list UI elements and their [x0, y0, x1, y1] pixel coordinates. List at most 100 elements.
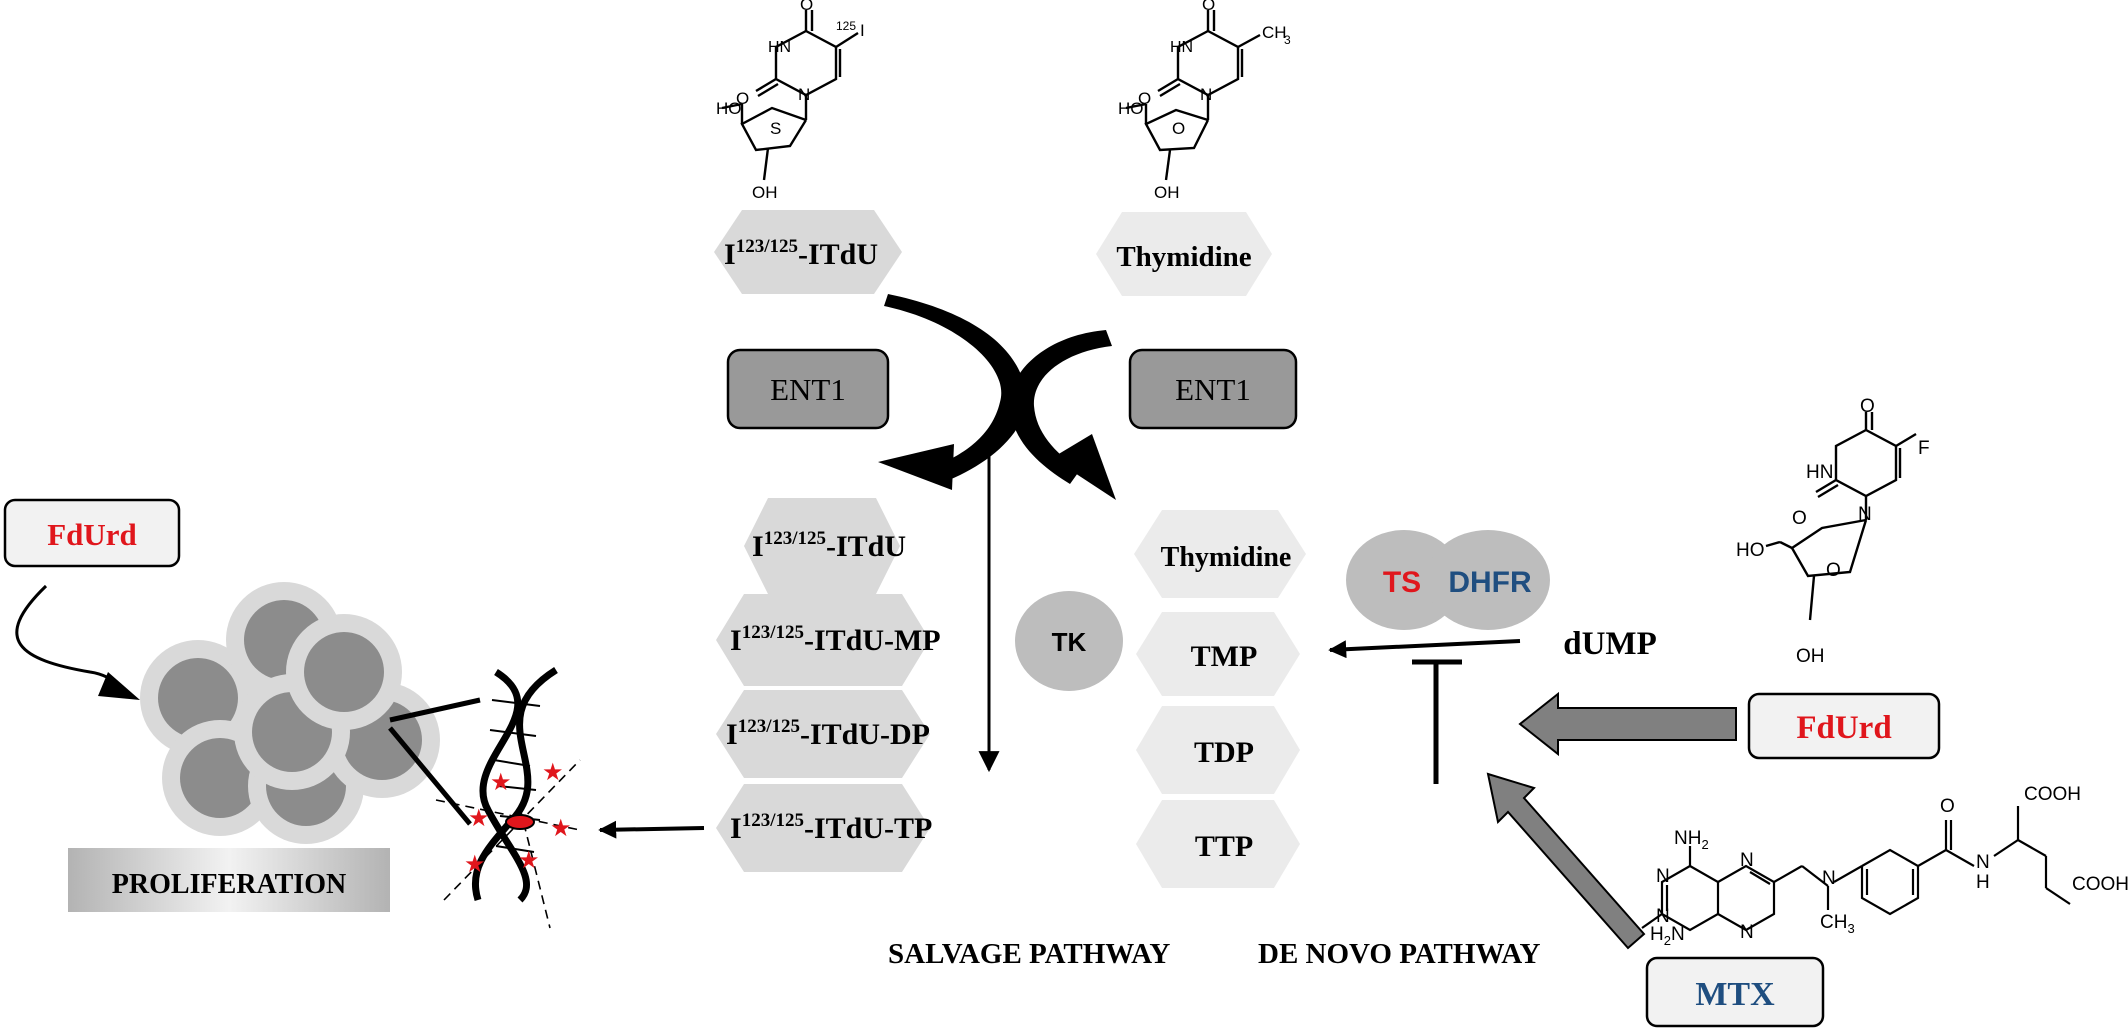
thymidine-path-label-1: Thymidine — [1161, 542, 1292, 573]
proliferation-label: PROLIFERATION — [112, 869, 346, 900]
thymidine-ho: HO — [1118, 99, 1144, 118]
tk-circle — [1015, 591, 1123, 691]
mtx-nh2-left: H2N — [1650, 924, 1685, 948]
thymidine-path-label-4: TTP — [1195, 830, 1253, 863]
fdurd-nh: HN — [1806, 462, 1833, 483]
mtx-amide-n: N — [1976, 852, 1990, 873]
fdurd-right-label: FdUrd — [1796, 710, 1891, 746]
fdurd-ring-o: O — [1826, 560, 1841, 581]
svg-text:★: ★ — [468, 805, 490, 832]
thymidine-n: N — [1200, 85, 1212, 104]
mtx-carbonyl-o: O — [1940, 796, 1955, 817]
iodothymidine-structure — [721, 10, 859, 181]
mtx-n-2: N — [1656, 906, 1670, 927]
thymidine-ring-o: O — [1172, 119, 1185, 138]
thymidine-atom-labels: O HN O N CH 3 HO O OH — [1118, 0, 1291, 202]
itdu-nh: HN — [768, 39, 791, 56]
cell-cluster-icon — [140, 582, 440, 844]
mtx-cooh-top: COOH — [2024, 784, 2081, 805]
fluorodeoxyuridine-structure — [1765, 412, 1917, 621]
fdurd-oh: OH — [1796, 646, 1825, 667]
svg-text:★: ★ — [518, 847, 540, 874]
mtx-atom-labels: NH2 H2N N N N N N CH3 O N H COOH COOH — [1650, 784, 2128, 948]
thymidine-oh: OH — [1154, 183, 1180, 202]
thymidine-hexagon-3 — [1136, 706, 1300, 794]
svg-text:★: ★ — [550, 815, 572, 842]
fdurd-oxygen-bottom: O — [1792, 508, 1807, 529]
fdurd-right-box — [1747, 692, 1941, 760]
svg-text:★: ★ — [542, 759, 564, 786]
fdurd-left-arrow — [15, 584, 124, 690]
dhfr-circle — [1426, 530, 1550, 630]
thymidine-oxygen-bottom: O — [1138, 89, 1151, 108]
salvage-hexagon-2 — [716, 594, 930, 686]
itdu-tp-to-dna-arrow — [598, 820, 705, 839]
fdurd-ho: HO — [1736, 540, 1765, 561]
mtx-n-3: N — [1740, 850, 1754, 871]
itdu-top-label: I123/125-ITdU — [724, 236, 878, 271]
fdurd-n: N — [1858, 504, 1872, 525]
salvage-pathway-label: SALVAGE PATHWAY — [888, 938, 1170, 970]
iodothymidine-atom-labels: O HN O N 125 I HO S OH — [716, 0, 865, 202]
itdu-oh: OH — [752, 183, 778, 202]
mtx-inhibit-arrow — [1486, 772, 1646, 950]
denovo-pathway-label: DE NOVO PATHWAY — [1258, 938, 1541, 970]
itdu-iodine-mass: 125 — [836, 19, 856, 33]
salvage-label-2: I123/125-ITdU-MP — [730, 622, 941, 657]
ts-circle — [1346, 530, 1462, 630]
thymidine-path-label-3: TDP — [1194, 736, 1254, 769]
thymidine-top-hexagon — [1096, 212, 1272, 296]
itdu-ho: HO — [716, 99, 742, 118]
transport-curved-arrows — [878, 294, 1116, 500]
thymidine-hexagon-1 — [1134, 510, 1306, 598]
dna-helix-icon: ★ ★ ★ ★ ★ ★ — [435, 667, 581, 929]
mtx-n-1: N — [1656, 866, 1670, 887]
itdu-top-sup: 123/125 — [736, 236, 798, 257]
dump-label: dUMP — [1563, 626, 1657, 662]
thymidine-methyl: CH — [1262, 23, 1287, 42]
ts-label: TS — [1383, 566, 1421, 599]
fdurd-fluorine: F — [1918, 438, 1930, 459]
salvage-hexagon-4 — [716, 784, 930, 872]
salvage-sup-1: 123/125 — [764, 528, 826, 549]
itdu-n: N — [798, 85, 810, 104]
fdurd-oxygen-top: O — [1860, 396, 1875, 417]
dhfr-label: DHFR — [1448, 566, 1532, 599]
mtx-n-4: N — [1740, 922, 1754, 943]
fdurd-left-arrowhead — [98, 672, 140, 700]
salvage-name-2: -ITdU-MP — [804, 624, 941, 657]
thymidine-top-label: Thymidine — [1116, 241, 1251, 273]
salvage-sup-2: 123/125 — [742, 622, 804, 643]
salvage-label-4: I123/125-ITdU-TP — [730, 810, 932, 845]
cell-dna-line-1 — [389, 697, 481, 723]
thymidine-path-label-2: TMP — [1191, 640, 1258, 673]
salvage-sup-4: 123/125 — [742, 810, 804, 831]
salvage-column — [716, 498, 930, 872]
salvage-label-1: I123/125-ITdU — [752, 528, 906, 563]
mtx-amide-h: H — [1976, 872, 1990, 893]
fdurd-atom-labels: O HN O N F HO O OH — [1736, 396, 1930, 667]
salvage-hexagon-3 — [716, 690, 930, 778]
itdu-oxygen-top: O — [800, 0, 813, 14]
mtx-box — [1645, 956, 1825, 1028]
itdu-iodine: I — [860, 21, 865, 40]
svg-text:★: ★ — [490, 769, 512, 796]
itdu-sulfur: S — [770, 119, 781, 138]
ent1-right-label: ENT1 — [1175, 372, 1251, 407]
itdu-oxygen-bottom: O — [736, 89, 749, 108]
mtx-nh2-top: NH2 — [1674, 828, 1709, 852]
mtx-cooh-right: COOH — [2072, 874, 2128, 895]
inhibition-bar — [1412, 659, 1462, 784]
mtx-n-methyl: N — [1822, 868, 1836, 889]
itdu-top-hexagon — [714, 210, 902, 294]
mtx-label: MTX — [1695, 976, 1775, 1013]
salvage-hexagon-1 — [744, 498, 900, 594]
thymidine-hexagon-4 — [1136, 800, 1300, 888]
salvage-name-3: -ITdU-DP — [800, 718, 930, 751]
ent1-left-box — [726, 348, 890, 430]
salvage-name-4: -ITdU-TP — [804, 812, 932, 845]
dump-to-tmp-arrow — [1328, 639, 1521, 659]
cell-dna-line-2 — [388, 726, 472, 826]
itdu-top-name: -ITdU — [798, 238, 878, 271]
